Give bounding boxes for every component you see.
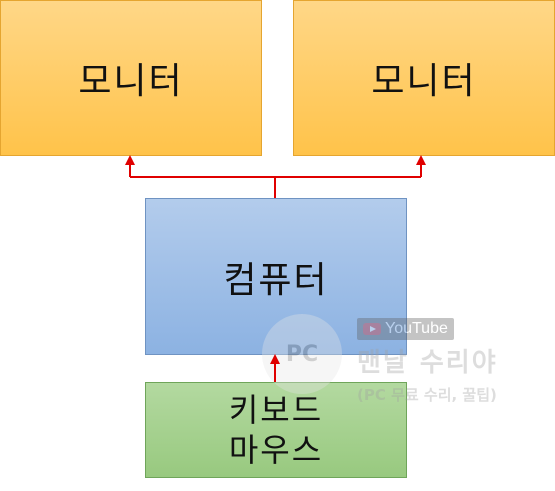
keyboard-label: 키보드 xyxy=(228,391,324,429)
computer-node: 컴퓨터 xyxy=(145,198,407,355)
youtube-play-icon xyxy=(363,323,381,335)
watermark-youtube-badge: YouTube xyxy=(357,318,454,340)
watermark-youtube-text: YouTube xyxy=(385,320,448,337)
watermark-logo-text: PC xyxy=(285,341,319,367)
watermark-title: 맨날 수리야 xyxy=(357,348,498,378)
computer-label: 컴퓨터 xyxy=(223,259,329,301)
monitor-right-label: 모니터 xyxy=(371,61,477,102)
monitor-left-node: 모니터 xyxy=(0,0,262,156)
input-devices-node: 키보드 마우스 xyxy=(145,382,407,478)
watermark-subtitle: (PC 무료 수리, 꿀팁) xyxy=(357,386,497,404)
mouse-label: 마우스 xyxy=(228,431,324,469)
monitor-left-label: 모니터 xyxy=(78,61,184,102)
